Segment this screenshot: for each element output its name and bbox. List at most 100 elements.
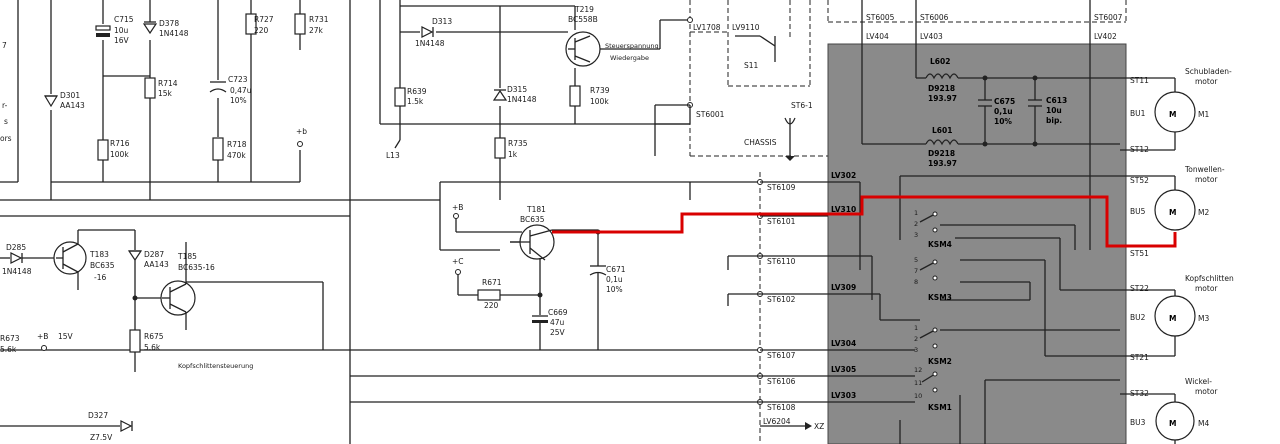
r716-ref: R716: [110, 139, 130, 148]
lv1708-label: LV1708: [693, 23, 721, 32]
l602-value2: 193.97: [928, 94, 957, 103]
st6006-label: ST6006: [920, 13, 949, 22]
wiedergabe-label: Wiedergabe: [610, 54, 649, 62]
supply-15v-plus-label: +B: [37, 332, 48, 341]
d301-value: AA143: [60, 101, 85, 110]
supply-B-label: +B: [452, 203, 463, 212]
l13-label: L13: [386, 151, 400, 160]
svg-text:5: 5: [914, 256, 918, 264]
top-middle-circuit: D313 1N4148 T219 BC558B Steuerspannung W…: [386, 0, 690, 200]
ksm1-label: KSM1: [928, 403, 952, 412]
lv302-label: LV302: [831, 171, 856, 180]
motor-4-bu: BU3: [1130, 418, 1146, 427]
dashed-chassis-box: LV1708 LV9110 S11 ST6001 ST6-1 CHASSIS: [654, 0, 828, 161]
d287-ref: D287: [144, 250, 164, 259]
c613-value: 10u: [1046, 106, 1062, 115]
motor-4-letter: M: [1169, 419, 1176, 428]
motor-1-letter: M: [1169, 110, 1176, 119]
motor-3-title: Kopfschlitten: [1185, 274, 1234, 283]
c675-tolerance: 10%: [994, 117, 1012, 126]
l601-value1: D9218: [928, 149, 955, 158]
top-right-connectors: ST6005 ST6006 ST6007 LV404 LV403 LV402: [827, 0, 1127, 44]
r731-ref: R731: [309, 15, 329, 24]
motor-2: Tonwellen- motor ST52 BU5 ST51 M M2: [1120, 165, 1225, 258]
st6-1-label: ST6-1: [791, 101, 813, 110]
ksm1-switch: 12 11 10 KSM1: [914, 366, 952, 412]
r718-ref: R718: [227, 140, 247, 149]
st6102-label: ST6102: [767, 295, 796, 304]
shaded-panel: [827, 43, 1127, 444]
r673-ref: R673: [0, 334, 20, 343]
r639-value: 1.5k: [407, 97, 424, 106]
l602-ref: L602: [930, 57, 950, 66]
motor-1-bu: BU1: [1130, 109, 1146, 118]
svg-text:8: 8: [914, 278, 918, 286]
r671-ref: R671: [482, 278, 502, 287]
motor-3-name: M3: [1198, 314, 1209, 323]
lv305-label: LV305: [831, 365, 856, 374]
supply-b-label: +b: [296, 127, 307, 136]
motor-1-st-bottom: ST12: [1130, 145, 1149, 154]
lv6204-label: LV6204: [763, 417, 791, 426]
t219-ref: T219: [574, 5, 594, 14]
ksm2-switch: 1 2 3 KSM2: [914, 324, 952, 366]
motor-2-st-top: ST52: [1130, 176, 1149, 185]
r739-value: 100k: [590, 97, 609, 106]
left-fragment: 7: [2, 41, 7, 50]
t181-value: BC635: [520, 215, 545, 224]
lv403-label: LV403: [920, 32, 943, 41]
svg-text:11: 11: [914, 379, 922, 387]
svg-text:1: 1: [914, 324, 918, 332]
t183-value: BC635: [90, 261, 115, 270]
l601-value2: 193.97: [928, 159, 957, 168]
d327-ref: D327: [88, 411, 108, 420]
motor-3: Kopfschlitten motor ST22 BU2 ST21 M M3: [1120, 274, 1234, 362]
c669-ref: C669: [548, 308, 568, 317]
l601-ref: L601: [932, 126, 952, 135]
c671-tolerance: 10%: [606, 285, 623, 294]
r739-ref: R739: [590, 86, 610, 95]
top-left-circuit: C715 10u 16V D378 1N4148 R727 220 R731 2…: [0, 0, 690, 201]
ksm4-switch: 1 2 3 KSM4: [914, 209, 952, 249]
ksm2-label: KSM2: [928, 357, 952, 366]
r714-value: 15k: [158, 89, 173, 98]
ksm3-switch: 5 7 8 KSM3: [914, 256, 952, 302]
t219-value: BC558B: [568, 15, 598, 24]
st61xx-connector-column: ST6109 ST6101 ST6110 ST6102 ST6107 ST610…: [350, 172, 828, 444]
motor-1-title: Schubladen-: [1185, 67, 1232, 76]
lv309-label: LV309: [831, 283, 856, 292]
t183-suffix: -16: [94, 273, 106, 282]
kopfschlitten-label: Kopfschlittensteuerung: [178, 362, 253, 370]
r639-ref: R639: [407, 87, 427, 96]
xz-label: XZ: [814, 422, 824, 431]
st6108-label: ST6108: [767, 403, 796, 412]
d378-ref: D378: [159, 19, 179, 28]
r718-value: 470k: [227, 151, 246, 160]
motor-4-name: M4: [1198, 419, 1209, 428]
d285-value: 1N4148: [2, 267, 32, 276]
lv404-label: LV404: [866, 32, 889, 41]
c715-voltage: 16V: [114, 36, 130, 45]
d287-value: AA143: [144, 260, 169, 269]
d315-value: 1N4148: [507, 95, 537, 104]
r727-value: 220: [254, 26, 269, 35]
r731-value: 27k: [309, 26, 324, 35]
c675-value: 0,1u: [994, 107, 1013, 116]
motor-3-letter: M: [1169, 314, 1176, 323]
d327-value: Z7.5V: [90, 433, 113, 442]
st6101-label: ST6101: [767, 217, 796, 226]
st6001-label: ST6001: [696, 110, 725, 119]
l602-value1: D9218: [928, 84, 955, 93]
svg-text:12: 12: [914, 366, 922, 374]
r675-ref: R675: [144, 332, 164, 341]
motor-2-letter: M: [1169, 208, 1176, 217]
t183-ref: T183: [89, 250, 109, 259]
motor-4-subtitle: motor: [1195, 387, 1218, 396]
c723-value: 0,47u: [230, 86, 252, 95]
s11-label: S11: [744, 61, 759, 70]
ksm4-label: KSM4: [928, 240, 952, 249]
svg-text:3: 3: [914, 231, 918, 239]
motor-3-st-top: ST22: [1130, 284, 1149, 293]
motor-4: Wickel- motor ST32 BU3 M M4: [1120, 377, 1218, 444]
d378-value: 1N4148: [159, 29, 189, 38]
